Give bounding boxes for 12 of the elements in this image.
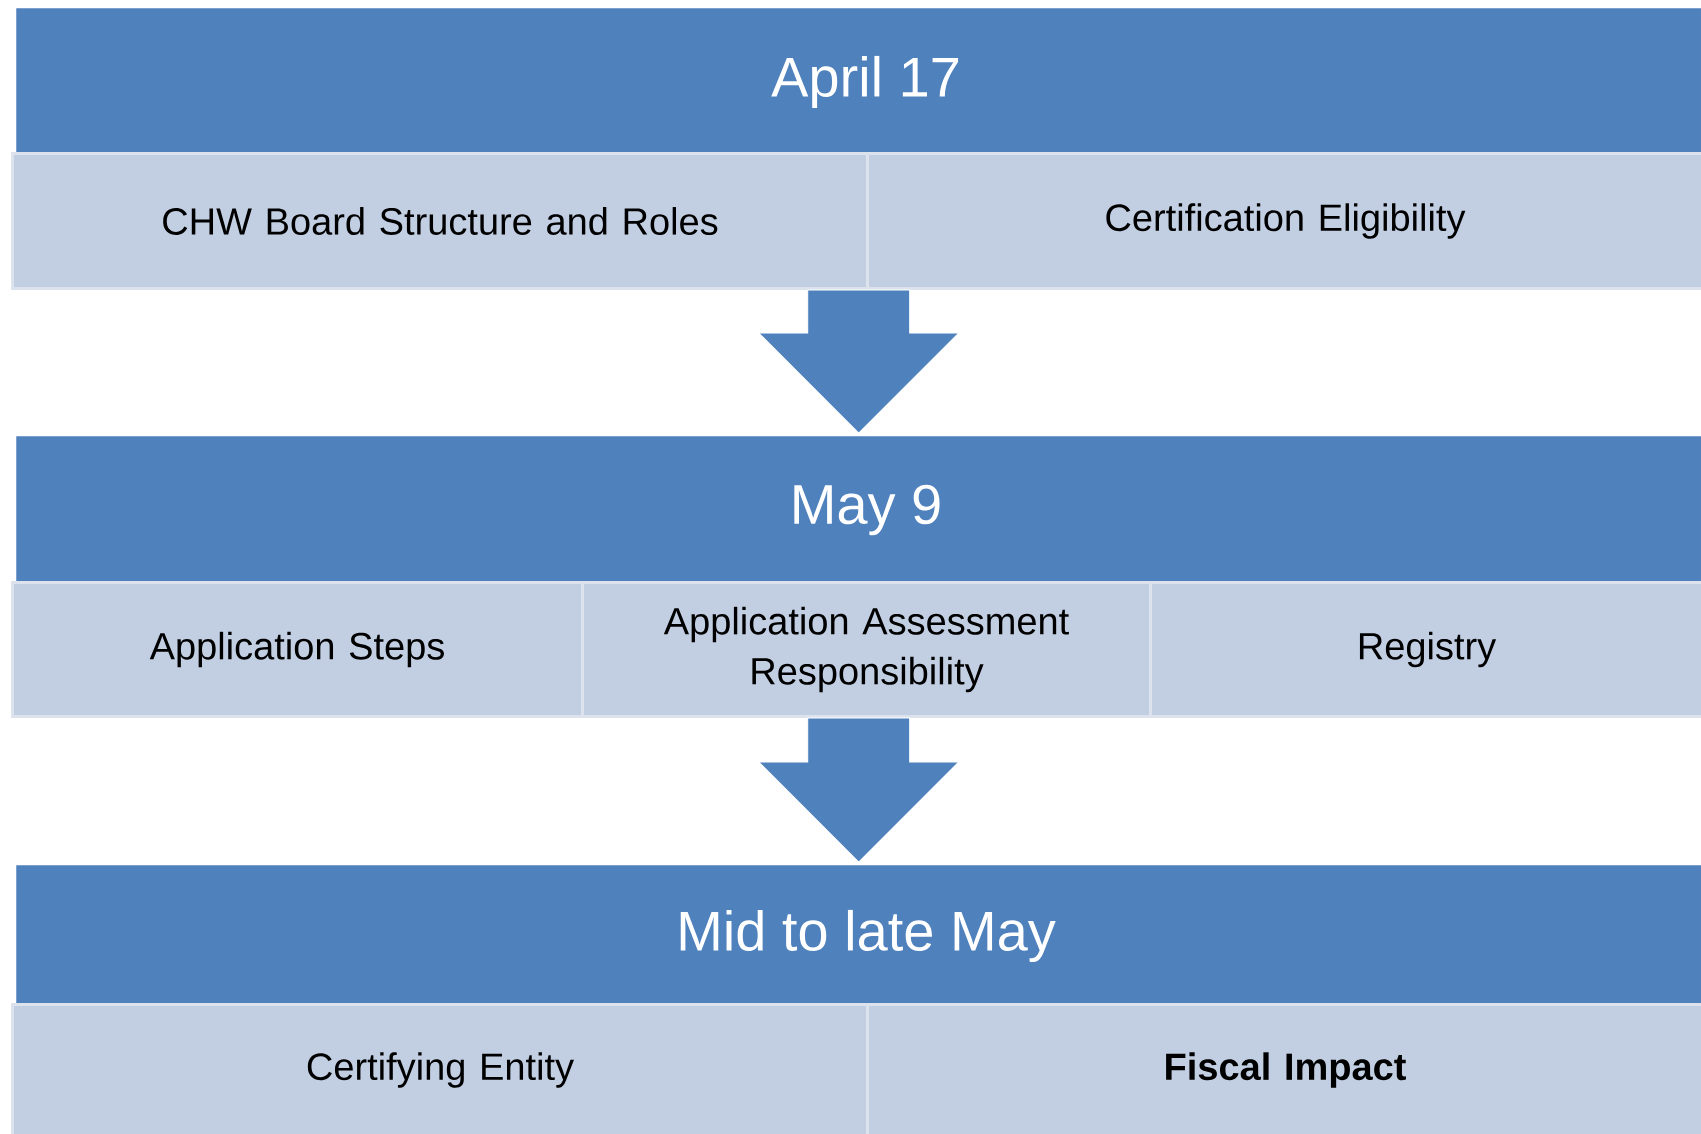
topic-box: Application Steps [11, 581, 584, 718]
topic-box: Registry [1149, 581, 1701, 718]
timeline-band: Mid to late May [16, 865, 1701, 1004]
topic-box: Certifying Entity [11, 1003, 869, 1134]
block-arrow [758, 289, 960, 434]
topic-box: Certification Eligibility [866, 152, 1701, 290]
topic-box: Fiscal Impact [866, 1003, 1701, 1134]
timeline-band: May 9 [16, 436, 1701, 582]
timeline-band: April 17 [16, 8, 1701, 153]
topic-box: Application Assessment Responsibility [581, 581, 1152, 718]
topic-box: CHW Board Structure and Roles [11, 152, 869, 290]
block-arrow [758, 717, 960, 863]
